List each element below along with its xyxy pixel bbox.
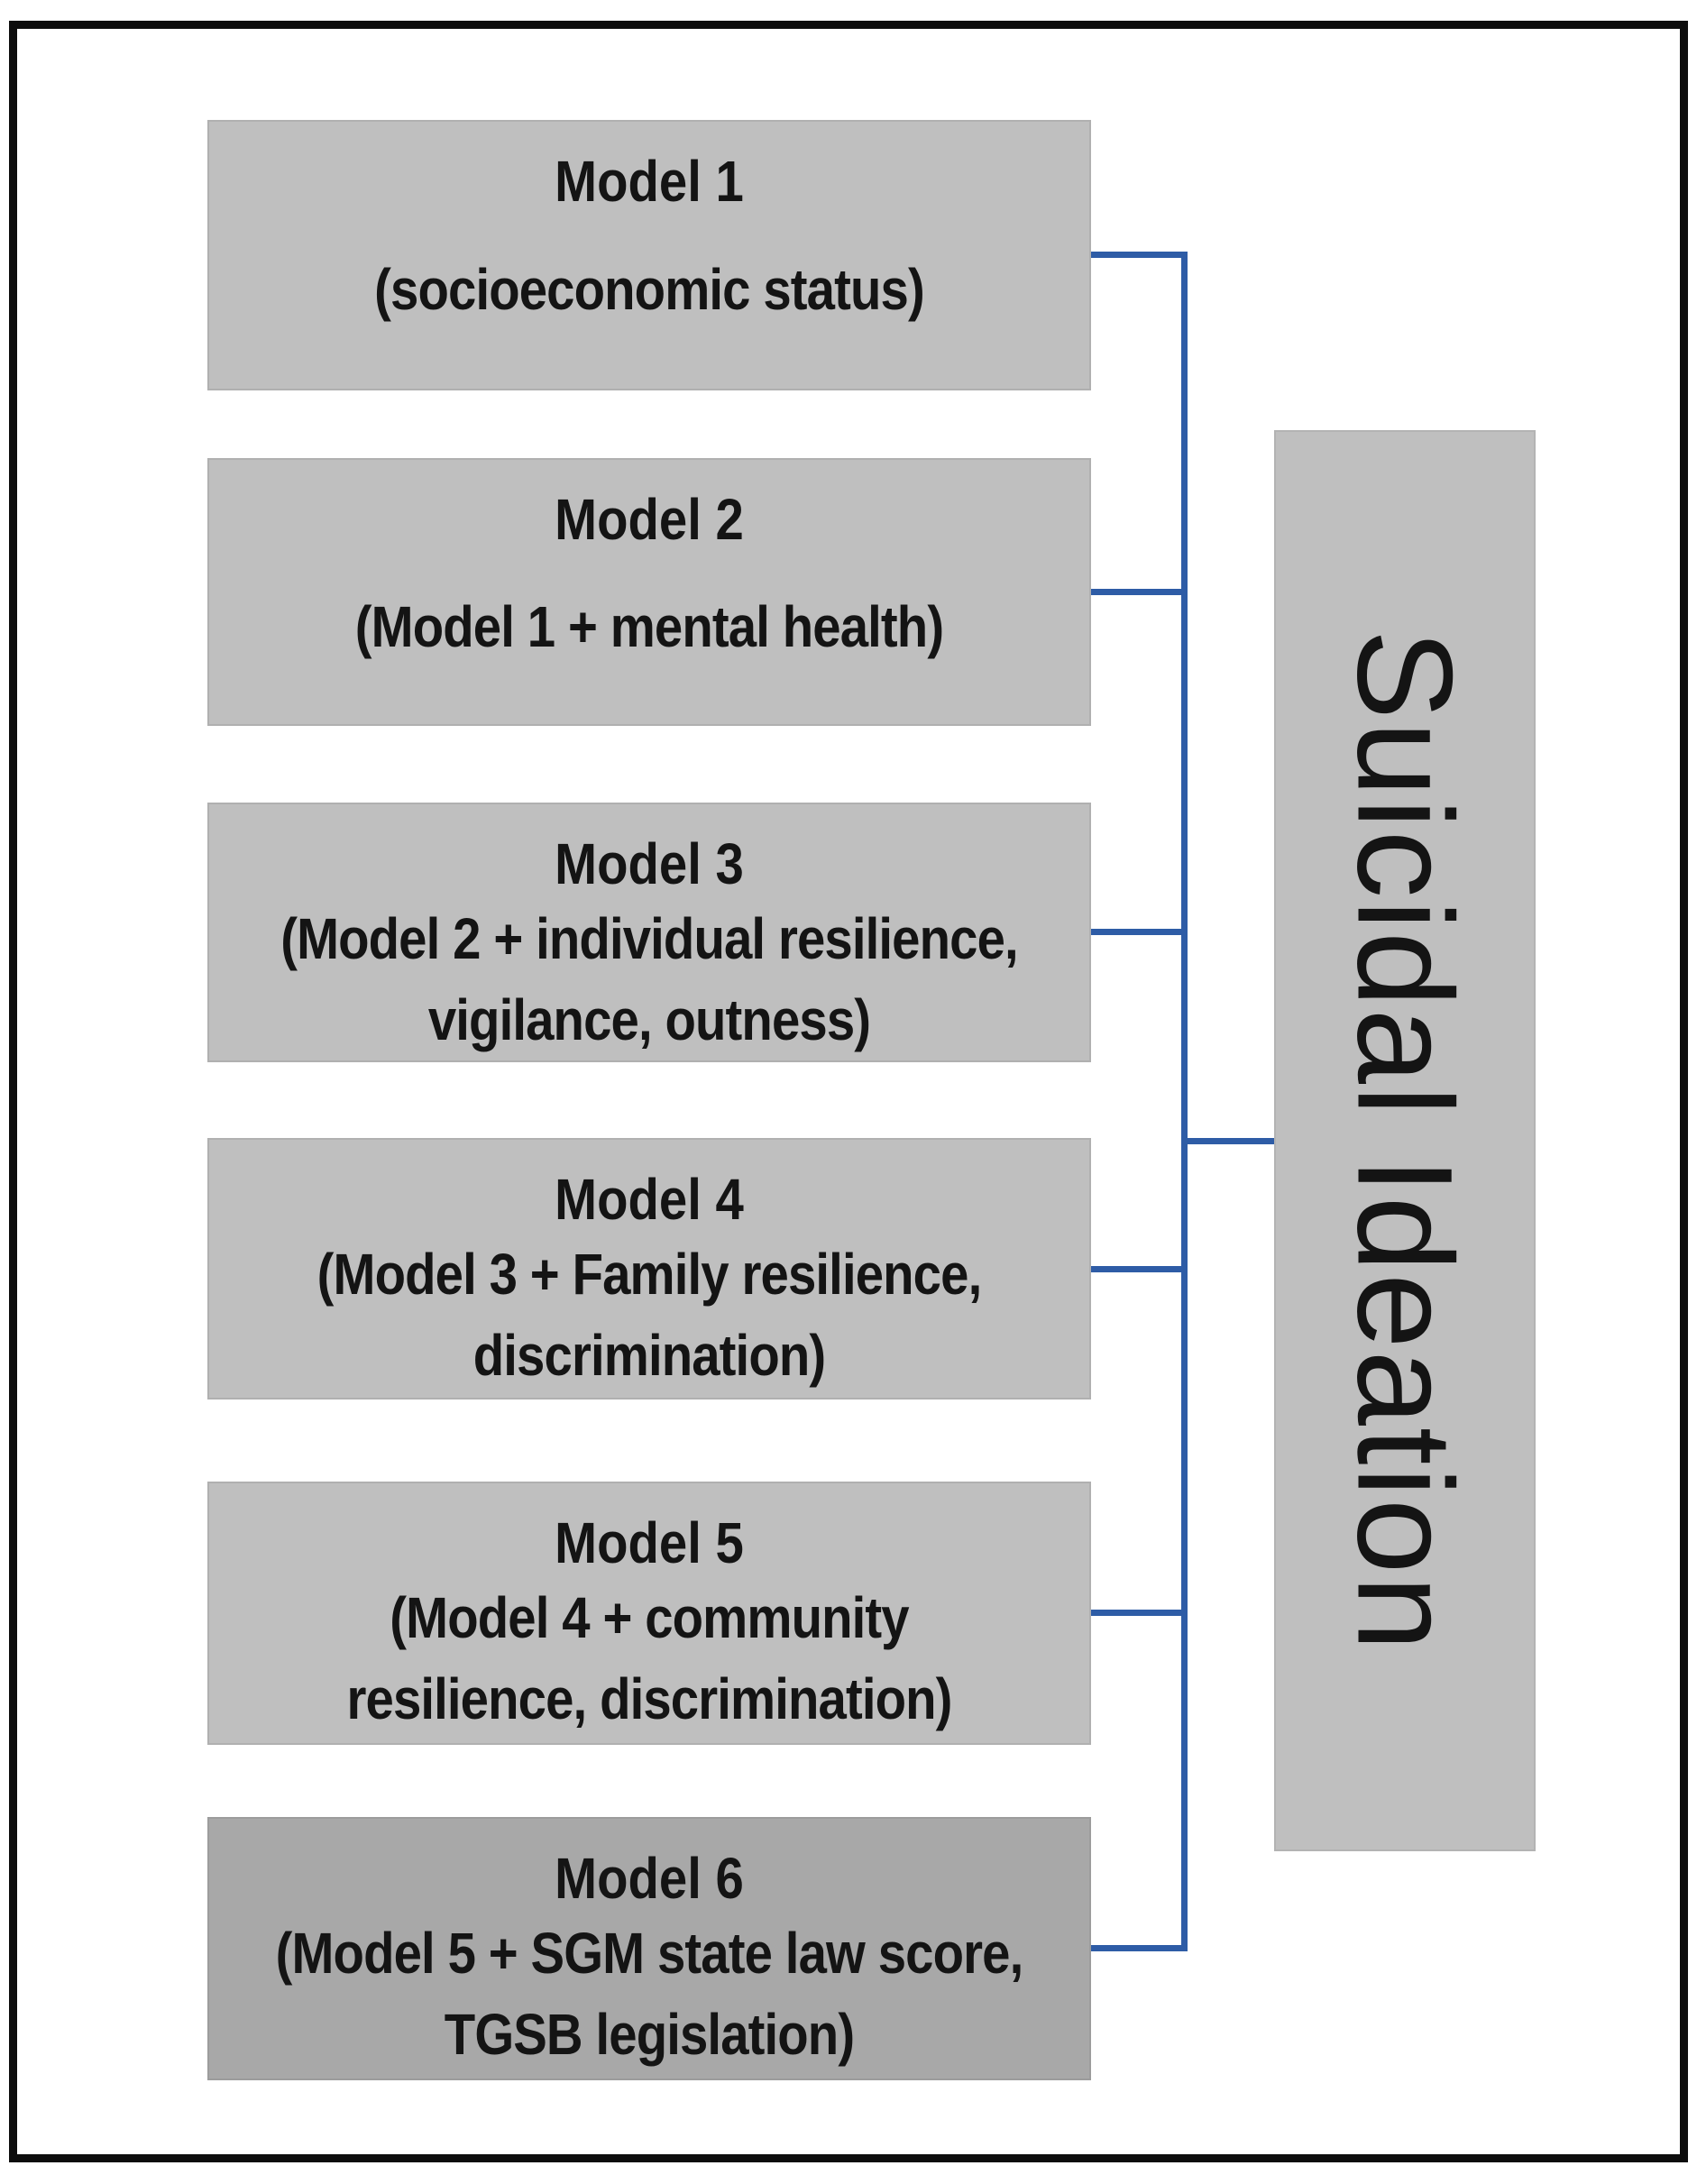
model-title: Model 4: [555, 1167, 744, 1232]
model-title: Model 1: [555, 149, 744, 214]
model-title: Model 3: [555, 831, 744, 896]
model-box-5-content: Model 5 (Model 4 + community resilience,…: [275, 1510, 1024, 1731]
model-box-6-content: Model 6 (Model 5 + SGM state law score, …: [275, 1846, 1024, 2067]
figure-frame: [9, 21, 1688, 2162]
model-box-3-content: Model 3 (Model 2 + individual resilience…: [275, 831, 1024, 1052]
model-box-4: Model 4 (Model 3 + Family resilience, di…: [207, 1138, 1091, 1399]
model-detail: (Model 3 + Family resilience, discrimina…: [316, 1241, 983, 1389]
outcome-box: Suicidal Ideation: [1274, 430, 1536, 1851]
connector-model-2: [1091, 589, 1185, 595]
model-detail: (Model 5 + SGM state law score, TGSB leg…: [275, 1920, 1024, 2068]
model-detail: (Model 1 + mental health): [354, 593, 944, 659]
model-detail: (Model 2 + individual resilience, vigila…: [280, 905, 1018, 1053]
connector-model-4: [1091, 1266, 1185, 1272]
connector-model-3: [1091, 929, 1185, 935]
model-box-4-content: Model 4 (Model 3 + Family resilience, di…: [275, 1167, 1024, 1388]
model-title: Model 5: [555, 1510, 744, 1575]
model-box-3: Model 3 (Model 2 + individual resilience…: [207, 803, 1091, 1062]
connector-outcome: [1185, 1138, 1274, 1144]
model-detail: (Model 4 + community resilience, discrim…: [346, 1584, 952, 1732]
model-box-5: Model 5 (Model 4 + community resilience,…: [207, 1482, 1091, 1745]
model-box-2: Model 2 (Model 1 + mental health): [207, 458, 1091, 726]
model-title: Model 6: [555, 1846, 744, 1911]
connector-model-5: [1091, 1610, 1185, 1616]
model-box-6: Model 6 (Model 5 + SGM state law score, …: [207, 1817, 1091, 2080]
model-title: Model 2: [555, 487, 744, 552]
model-box-1-content: Model 1 (socioeconomic status): [275, 149, 1024, 365]
model-box-2-content: Model 2 (Model 1 + mental health): [275, 487, 1024, 701]
connector-model-1: [1091, 252, 1185, 258]
model-detail: (socioeconomic status): [374, 257, 925, 323]
outcome-label: Suicidal Ideation: [1329, 629, 1481, 1653]
connector-model-6: [1091, 1945, 1185, 1951]
model-box-1: Model 1 (socioeconomic status): [207, 120, 1091, 390]
connector-spine: [1181, 252, 1188, 1951]
